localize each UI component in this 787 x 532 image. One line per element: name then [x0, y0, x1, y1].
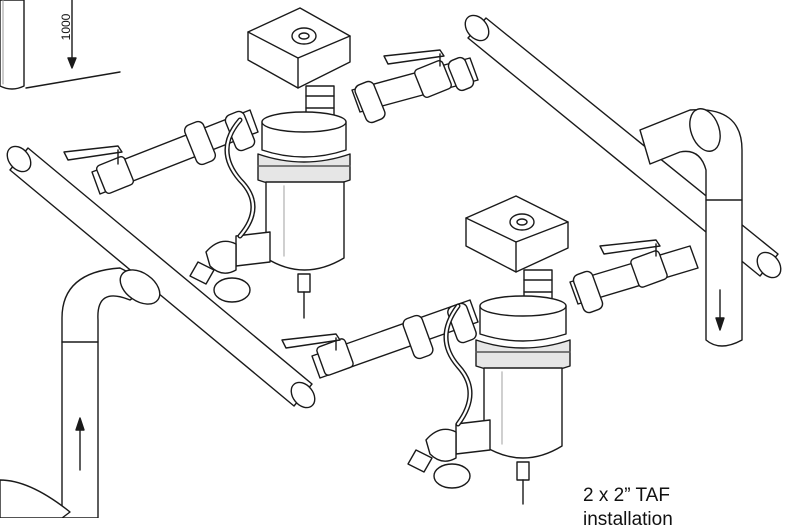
bottom-left-pipe — [0, 479, 71, 519]
ball-valve-icon — [351, 49, 479, 113]
lower-inlet — [407, 419, 491, 489]
right-riser-pipe — [639, 108, 743, 347]
pipe-union-icon — [354, 56, 475, 124]
top-left-riser-pipe — [0, 0, 25, 90]
installation-drawing — [0, 0, 782, 519]
manifold-rear-pipe — [464, 14, 782, 279]
flow-arrow-icon — [715, 289, 725, 331]
drain-valve-icon — [297, 273, 311, 319]
controller-head — [465, 195, 569, 273]
manifold-front-pipe — [6, 145, 316, 409]
caption-line-2: installation — [583, 509, 673, 530]
dimension-line — [25, 0, 121, 89]
pipe-union-icon — [183, 110, 256, 166]
ball-valve-icon — [281, 299, 479, 379]
diagram-caption: 2 x 2” TAF installation — [583, 484, 673, 532]
lower-inlet — [189, 231, 271, 303]
filter-unit-1 — [63, 7, 479, 319]
pipe-union-icon — [572, 270, 604, 314]
controller-head — [247, 7, 351, 89]
dimension-value: 1000 — [59, 13, 73, 41]
ball-valve-icon — [63, 109, 259, 195]
flow-arrow-icon — [75, 417, 85, 471]
drain-valve-icon — [516, 461, 530, 505]
filter-unit-2 — [281, 195, 699, 505]
filter-bowl — [265, 181, 345, 271]
ball-valve-icon — [569, 239, 699, 305]
left-riser-pipe — [61, 267, 161, 519]
filter-bowl — [483, 367, 563, 459]
caption-line-1: 2 x 2” TAF — [583, 485, 670, 506]
